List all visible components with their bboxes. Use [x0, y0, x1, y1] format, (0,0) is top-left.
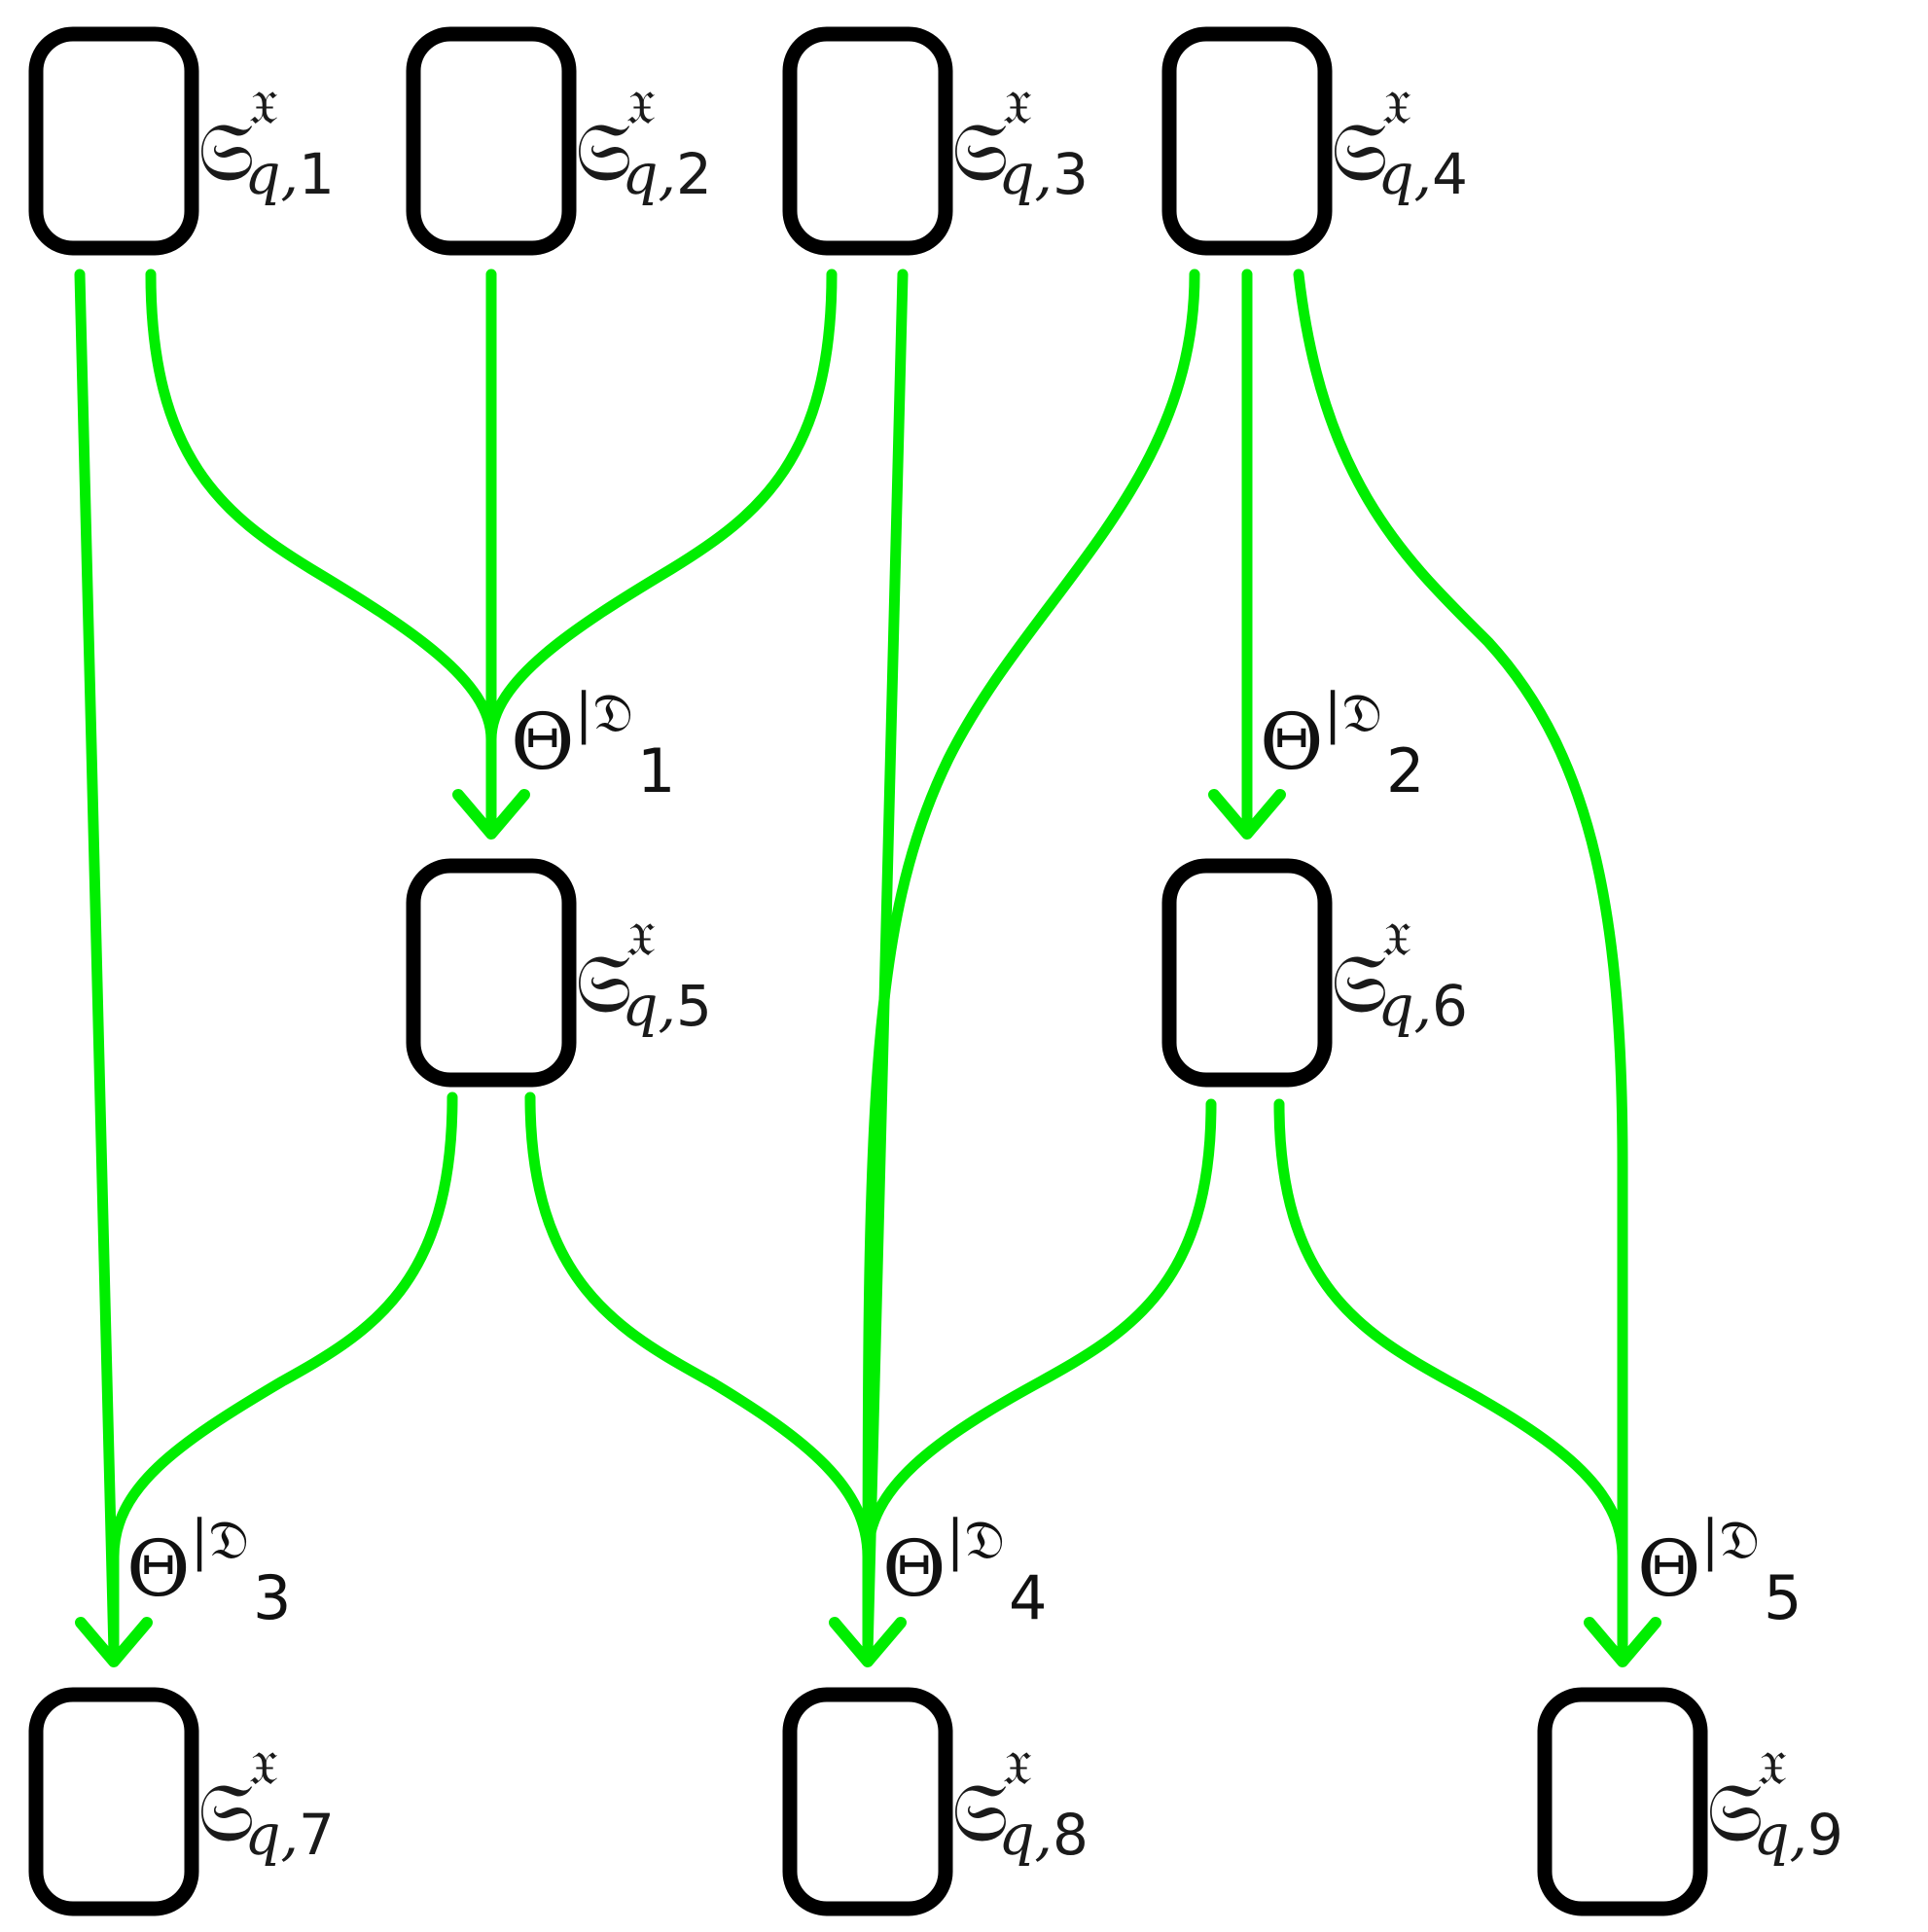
operator-label-4: Θ|𝔇4 — [882, 1509, 1047, 1633]
node-box-8 — [782, 1687, 953, 1916]
arrowhead-op4 — [829, 1617, 907, 1667]
node-box-7 — [28, 1687, 199, 1916]
node-box-4 — [1161, 26, 1333, 256]
edges-layer — [74, 268, 1661, 1667]
operator-label-1: Θ|𝔇1 — [511, 682, 675, 806]
node-box-5 — [406, 858, 577, 1088]
node-box-9 — [1537, 1687, 1708, 1916]
edge-n3-to-op1 — [485, 268, 838, 831]
arrowhead-op1 — [452, 789, 530, 840]
edge-n4-to-op4 — [862, 268, 1200, 1660]
node-box-2 — [406, 26, 577, 256]
edge-n4-to-op5 — [1293, 268, 1628, 1660]
edge-n6-to-op5 — [1273, 1098, 1628, 1660]
operator-label-2: Θ|𝔇2 — [1260, 682, 1424, 806]
arrowhead-op2 — [1208, 789, 1286, 840]
edge-n5-to-op4 — [524, 1091, 874, 1660]
node-box-6 — [1161, 858, 1333, 1088]
operator-label-5: Θ|𝔇5 — [1637, 1509, 1802, 1633]
edge-n6-to-op4 — [862, 1098, 1217, 1660]
arrowhead-op3 — [75, 1617, 153, 1667]
operator-label-3: Θ|𝔇3 — [126, 1509, 291, 1633]
edge-n1-to-op1 — [145, 268, 497, 831]
edge-n1-to-op3 — [74, 268, 120, 1660]
nodes-layer — [28, 26, 1708, 1916]
node-box-3 — [782, 26, 953, 256]
edge-n5-to-op3 — [108, 1091, 458, 1660]
node-box-1 — [28, 26, 199, 256]
arrowhead-op5 — [1584, 1617, 1661, 1667]
